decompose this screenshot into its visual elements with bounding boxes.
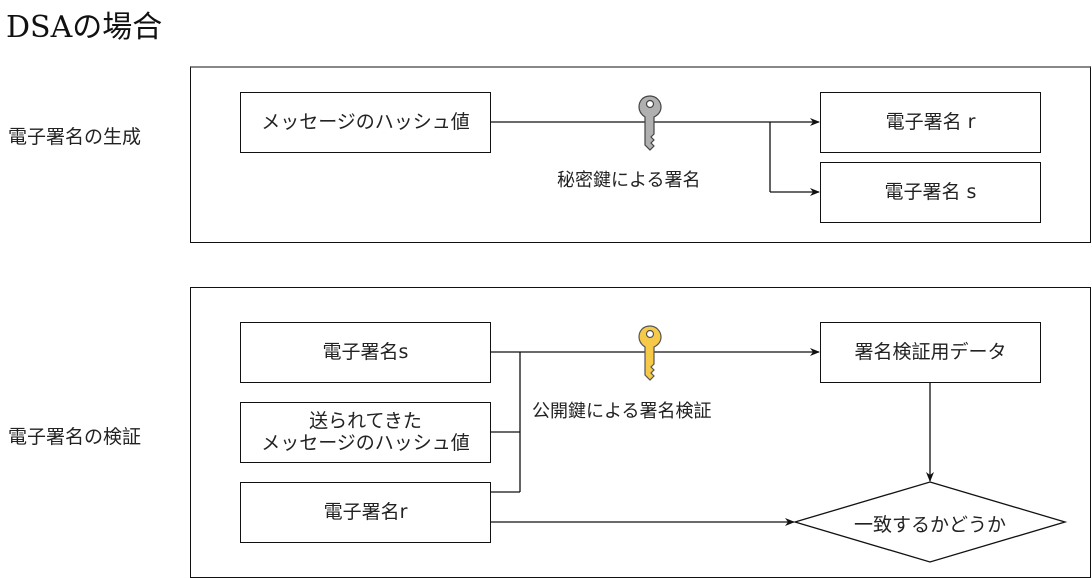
section-label-verification: 電子署名の検証 [8,426,142,448]
verification-data-node: 署名検証用データ [820,322,1041,383]
received-hash-line1: 送られてきた [309,409,422,432]
message-hash-node: メッセージのハッシュ値 [240,92,491,153]
private-key-icon [638,95,662,151]
private-key-signing-label: 秘密鍵による署名 [557,170,701,191]
decision-label: 一致するかどうか [853,514,1006,536]
verify-signature-r-node: 電子署名r [240,482,491,543]
received-hash-line2: メッセージのハッシュ値 [261,431,470,454]
received-hash-node: 送られてきた メッセージのハッシュ値 [240,402,491,463]
verify-signature-s-node: 電子署名s [240,322,491,383]
page-title: DSAの場合 [6,10,163,45]
section-label-generation: 電子署名の生成 [8,126,142,148]
public-key-icon [638,325,662,381]
signature-r-node: 電子署名 r [820,92,1041,153]
public-key-verification-label: 公開鍵による署名検証 [532,401,712,422]
signature-s-node: 電子署名 s [820,162,1041,223]
